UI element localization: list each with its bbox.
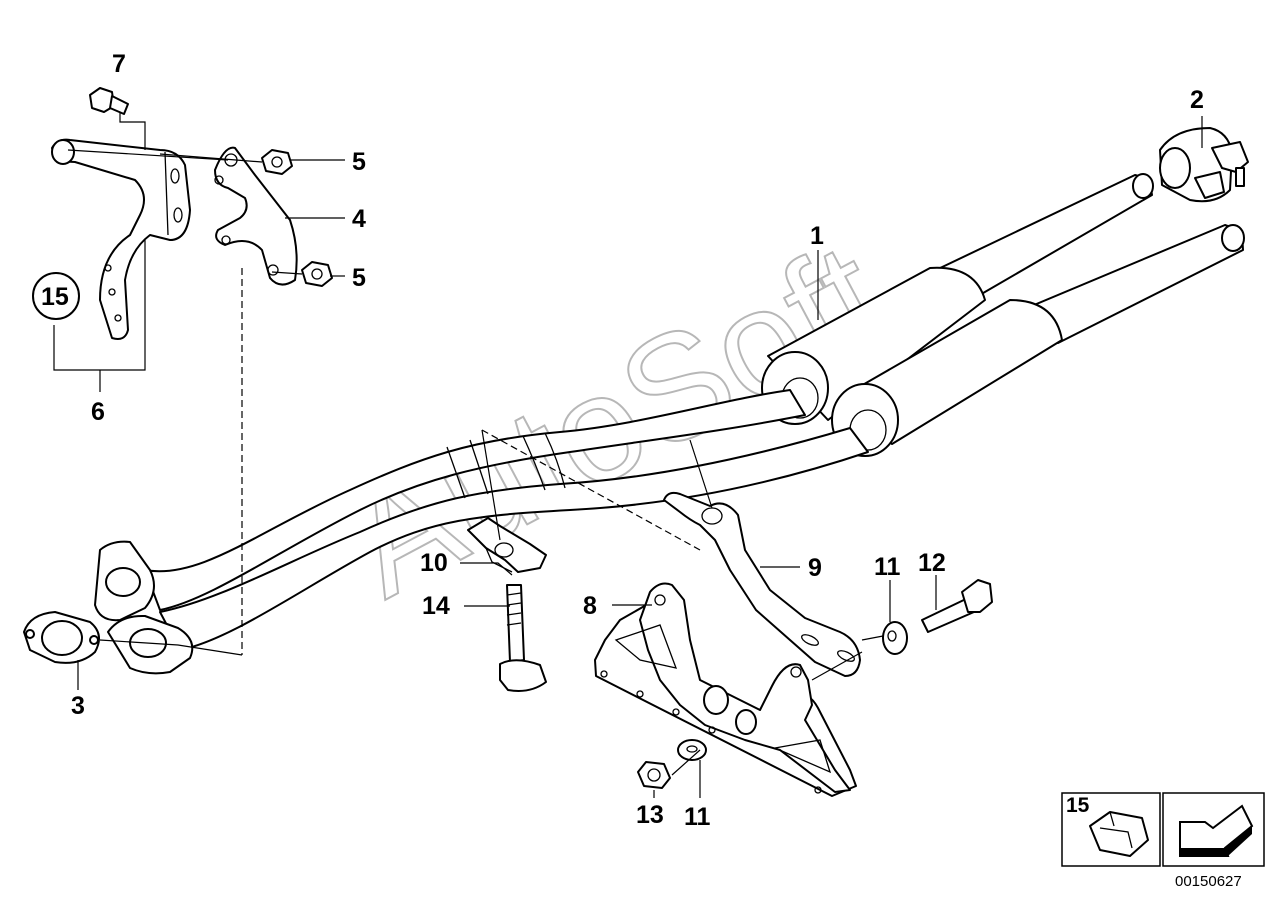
hanger-strap [663,491,861,677]
callout-7: 7 [112,50,126,78]
pipe-clamp [1159,127,1249,203]
callout-14: 14 [422,592,450,620]
callout-8: 8 [583,592,597,620]
callout-11-right: 11 [874,553,901,581]
washer-bottom [677,739,707,761]
callout-9: 9 [808,554,822,582]
callout-5-upper: 5 [352,148,366,176]
document-number: 00150627 [1175,873,1242,890]
callout-1: 1 [810,222,824,250]
callout-circle-15 [32,272,80,320]
callout-11-bottom: 11 [684,803,711,831]
transmission-carrier [594,582,857,797]
callout-6: 6 [91,398,105,426]
legend-label-15: 15 [1066,794,1090,817]
flange-bolt [499,584,547,692]
callout-15: 15 [41,283,69,311]
legend-box: 15 [1061,792,1265,867]
pipe-hanger [51,138,191,340]
callout-labels: 1 2 3 4 5 5 6 7 8 9 10 11 11 12 13 14 15 [41,50,1204,831]
callout-5-lower: 5 [352,264,366,292]
callout-13: 13 [636,801,664,829]
callout-10: 10 [420,549,448,577]
direction-arrow-icon [1179,804,1254,857]
flange-gasket [23,611,100,664]
callout-4: 4 [352,205,366,233]
callout-3: 3 [71,692,85,720]
hex-nut-upper [261,149,293,175]
collar-nut [637,761,671,789]
callout-12: 12 [918,549,946,577]
hex-nut-lower [301,261,333,287]
washer-right [882,621,908,655]
callout-2: 2 [1190,86,1204,114]
exhaust-pipe-assembly [94,173,1245,675]
hex-bolt-small [89,87,129,115]
support-bracket [214,146,298,286]
clip-symbol-icon [1089,811,1149,857]
leader-lines [53,112,1203,798]
hex-bolt-long [921,579,993,633]
